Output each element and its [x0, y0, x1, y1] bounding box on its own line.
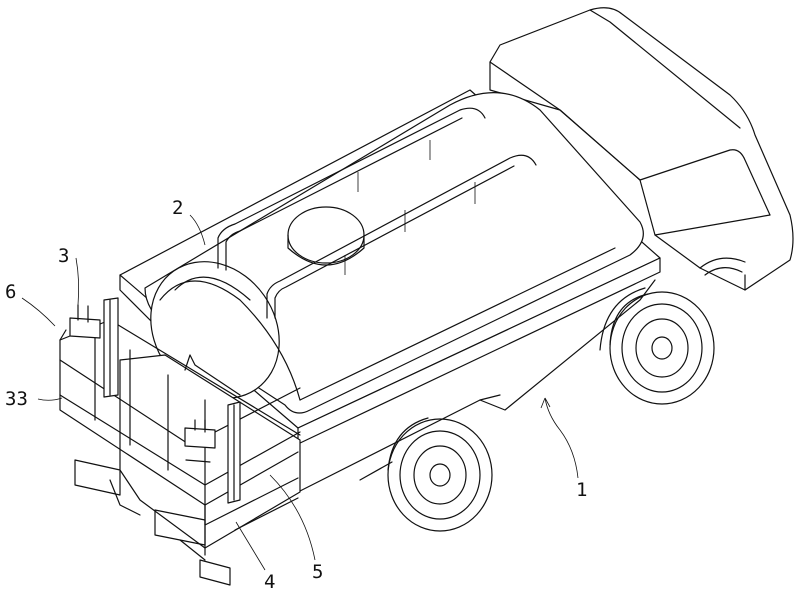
- rear-wheel: [360, 418, 492, 531]
- label-guard-rail: 33: [5, 388, 28, 410]
- lifting-device-left: [60, 298, 118, 397]
- label-lifting-device: 3: [58, 245, 69, 267]
- label-truck-chassis: 1: [576, 479, 587, 501]
- label-spray-pipe: 5: [312, 561, 323, 583]
- label-rear-platform: 6: [5, 281, 16, 303]
- label-rear-frame: 4: [264, 571, 275, 593]
- front-wheel: [600, 288, 714, 404]
- label-water-tank: 2: [172, 197, 183, 219]
